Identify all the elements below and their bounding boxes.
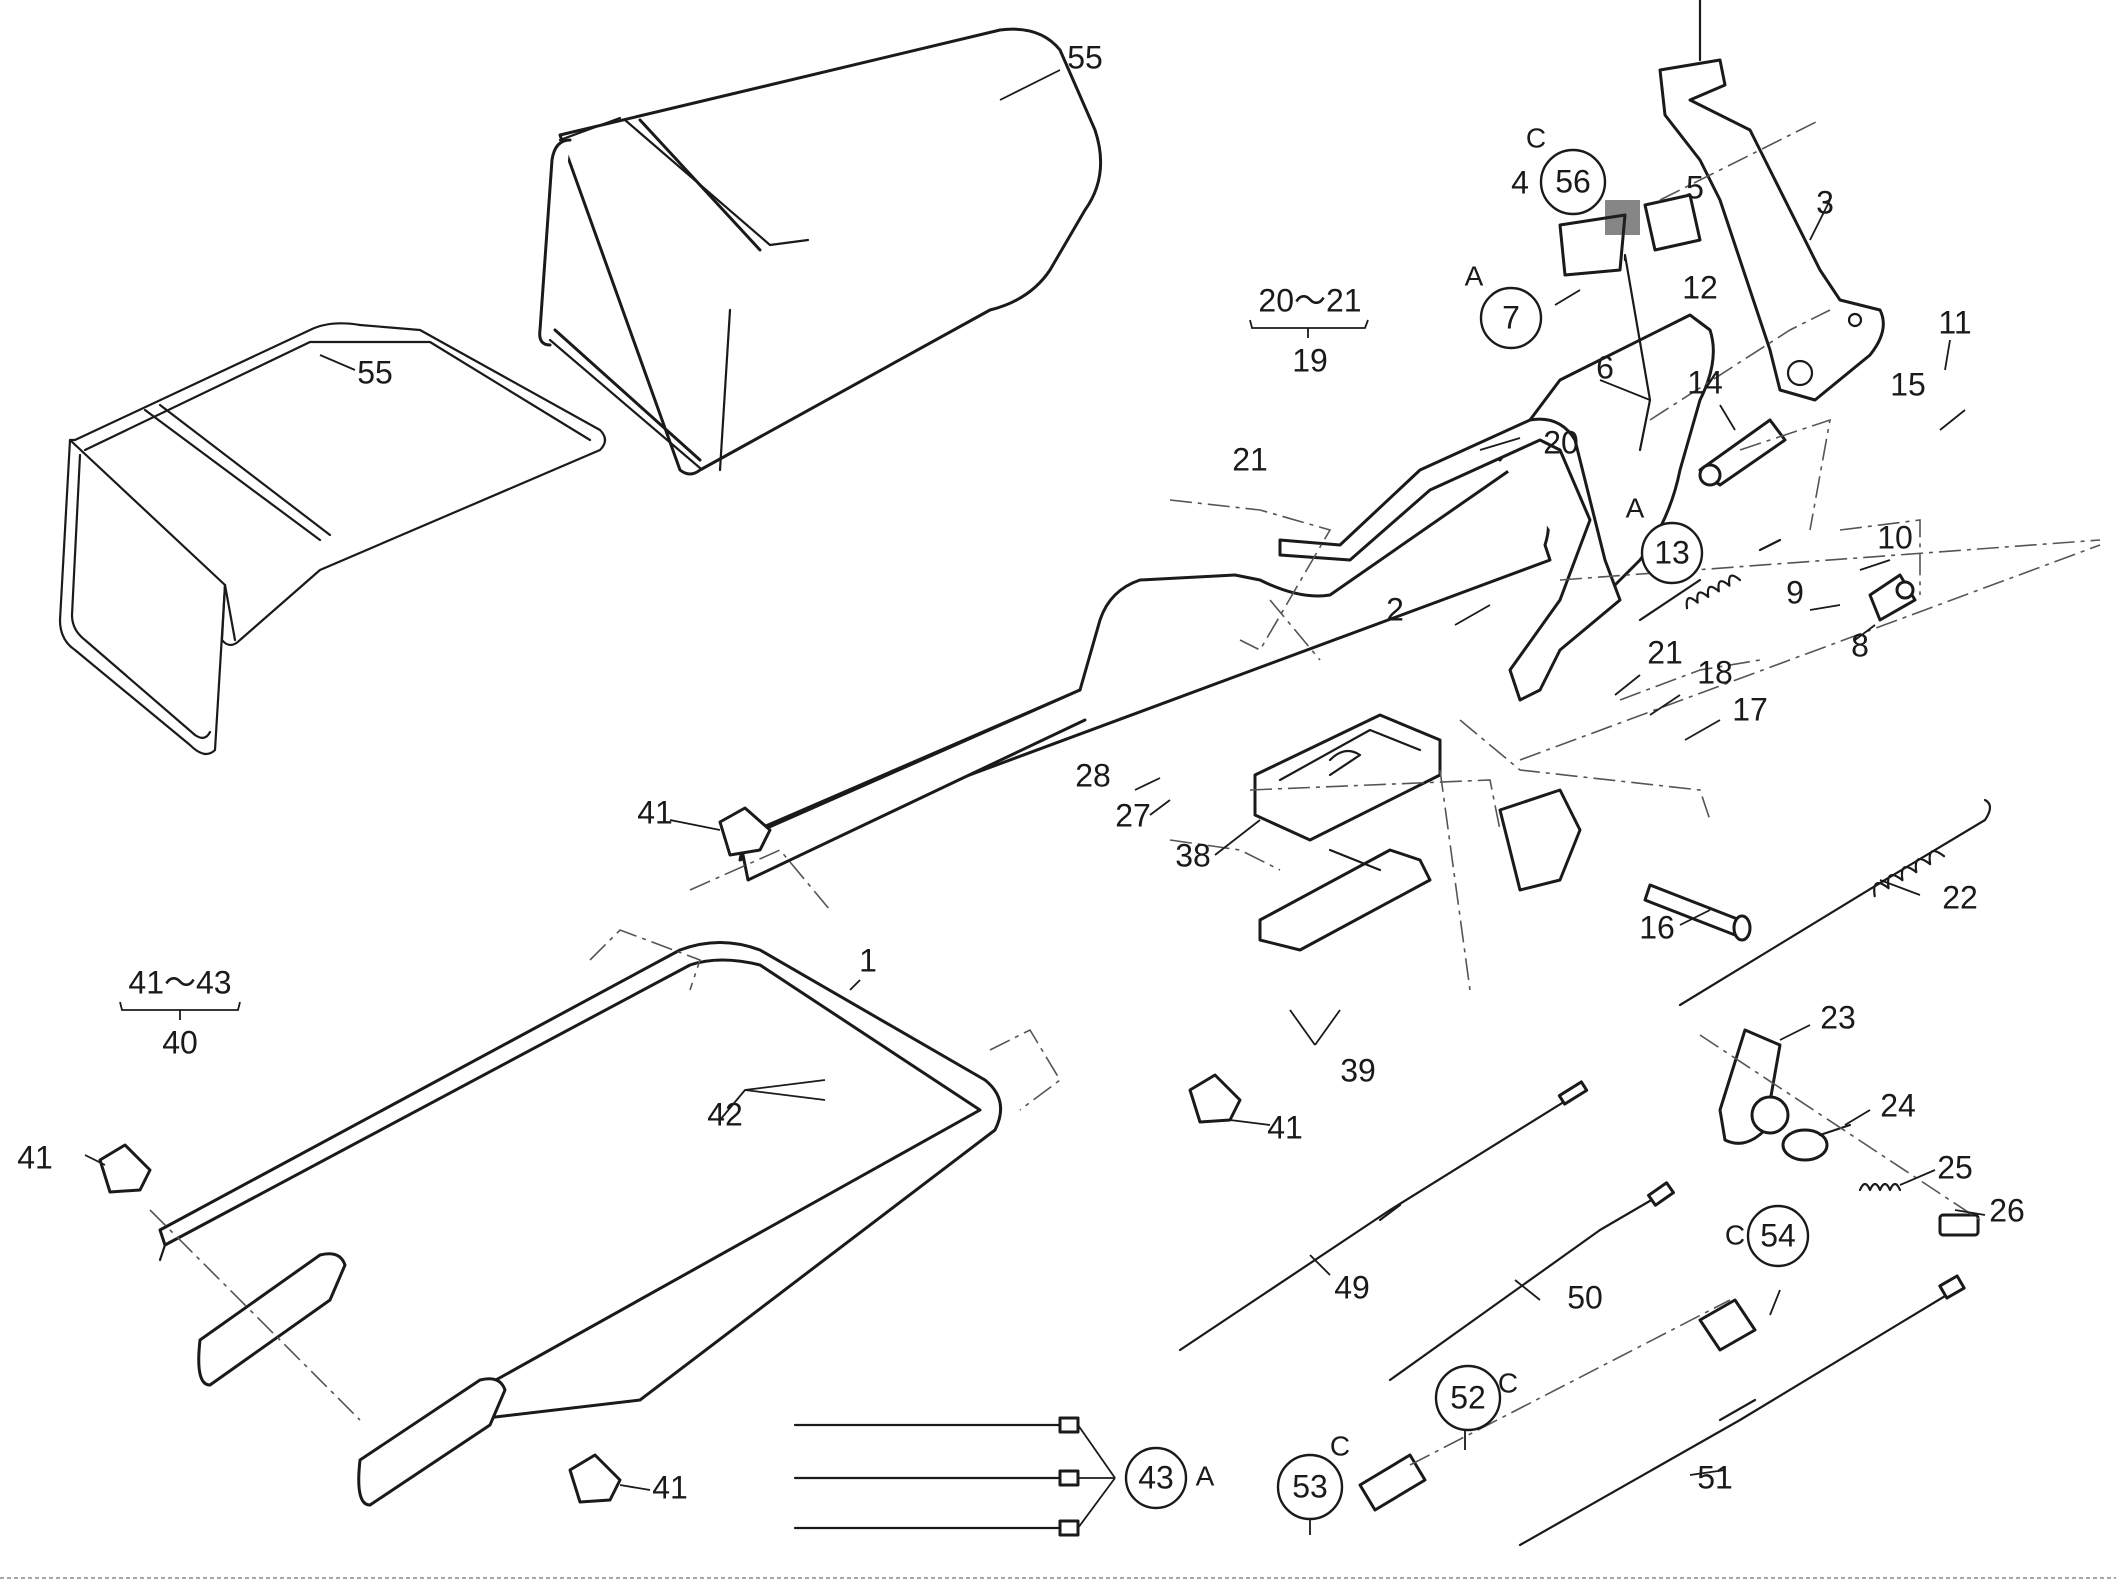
panels-4-5 (1558, 193, 1702, 452)
label-39: 39 (1340, 1052, 1376, 1088)
ties-43 (793, 1416, 1116, 1537)
range-labels: 20～21 41～43 (119, 282, 1369, 1020)
label-38: 38 (1175, 837, 1211, 873)
corrugated-54 (1358, 1298, 1757, 1512)
letter-marks: C A A A C C C (1196, 122, 1745, 1491)
label-28: 28 (1075, 757, 1111, 793)
spring-22 (1678, 798, 1992, 1007)
control-cables (1178, 1080, 1966, 1547)
mark-c-55-right: C (1725, 1219, 1745, 1250)
pin-16 (1643, 883, 1752, 942)
label-55-right: 54 (1760, 1217, 1796, 1253)
bag-frame (58, 322, 607, 756)
label-21-top: 21 (1232, 441, 1268, 477)
label-22: 22 (1942, 879, 1978, 915)
label-18: 18 (1697, 654, 1733, 690)
link-8 (1868, 573, 1917, 622)
label-6: 6 (1596, 349, 1614, 385)
label-11: 11 (1938, 304, 1971, 340)
label-41-left: 41 (17, 1139, 53, 1175)
lower-handle (158, 941, 1003, 1422)
knob-41-bolts (98, 806, 1242, 1504)
spring-25 (1858, 1182, 1902, 1192)
range-20-21: 20～21 (1258, 282, 1361, 318)
label-8: 8 (1851, 627, 1869, 663)
label-rings (1124, 148, 1810, 1521)
label-25: 25 (1937, 1149, 1973, 1185)
label-17: 17 (1732, 691, 1768, 727)
label-4: 4 (1511, 164, 1529, 200)
range-41-43: 41～43 (128, 964, 231, 1000)
label-43: 43 (1138, 1459, 1174, 1495)
handle-bracket (1658, 0, 1885, 402)
label-52: 55 (357, 354, 393, 390)
mark-c-54: C (1498, 1367, 1518, 1398)
leader-lines (84, 69, 1986, 1535)
label-19: 19 (1292, 342, 1328, 378)
label-10: 10 (1877, 519, 1913, 555)
label-16: 16 (1639, 909, 1675, 945)
label-50: 50 (1567, 1279, 1603, 1315)
upper-handle (738, 313, 1715, 882)
label-26: 26 (1989, 1192, 2025, 1228)
label-42: 42 (707, 1096, 743, 1132)
label-20: 20 (1543, 424, 1579, 460)
label-54: 52 (1450, 1379, 1486, 1415)
link-14 (1698, 418, 1787, 487)
label-24: 24 (1880, 1087, 1916, 1123)
label-21-bottom: 21 (1647, 634, 1683, 670)
control-box (1253, 713, 1442, 842)
mark-c-56: C (1526, 122, 1546, 153)
label-51: 51 (1697, 1459, 1733, 1495)
label-56: 56 (1555, 163, 1591, 199)
label-1: 1 (859, 942, 877, 978)
part-labels: 55 55 3 4 5 6 7 8 9 10 11 12 13 14 15 16… (17, 39, 2025, 1505)
label-53: 55 (1067, 39, 1103, 75)
label-7: 7 (1502, 299, 1520, 335)
label-13: 13 (1654, 534, 1690, 570)
mark-a-7: A (1465, 260, 1484, 291)
bolt-26 (1938, 1213, 1980, 1237)
label-14: 14 (1687, 364, 1723, 400)
mark-c-55-bottom: C (1330, 1430, 1350, 1461)
label-2: 2 (1386, 591, 1404, 627)
label-12: 12 (1682, 269, 1718, 305)
control-bracket (1258, 848, 1432, 952)
label-41-top: 41 (637, 794, 673, 830)
label-23: 23 (1820, 999, 1856, 1035)
label-41-right: 41 (1267, 1109, 1303, 1145)
label-49: 49 (1334, 1269, 1370, 1305)
label-55-bottom: 53 (1292, 1468, 1328, 1504)
bail-lever (1278, 417, 1622, 702)
lever-23 (1718, 1028, 1790, 1145)
spring-13 (1638, 538, 1782, 622)
label-5: 5 (1686, 169, 1704, 205)
label-9: 9 (1786, 574, 1804, 610)
pivot-brackets (197, 788, 1582, 1507)
label-41-bottom: 41 (652, 1469, 688, 1505)
pulley-24 (1781, 1123, 1852, 1162)
label-27: 27 (1115, 797, 1151, 833)
label-40: 40 (162, 1024, 198, 1060)
label-15: 15 (1890, 366, 1926, 402)
mark-a-43: A (1196, 1460, 1215, 1491)
grass-bag (538, 27, 1103, 476)
label-3: 3 (1816, 184, 1834, 220)
mark-a-13: A (1626, 492, 1645, 523)
